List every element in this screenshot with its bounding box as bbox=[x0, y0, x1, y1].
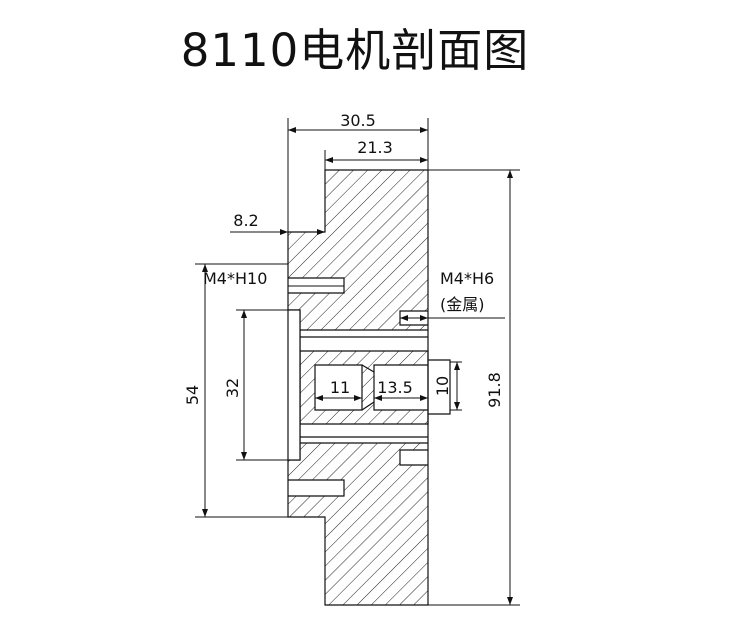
dim-overall-dia: 91.8 bbox=[485, 372, 504, 408]
dim-shaft-dia: 10 bbox=[433, 376, 452, 396]
dim-shaft-len-a: 11 bbox=[330, 378, 350, 397]
dim-overall-depth: 30.5 bbox=[340, 111, 376, 130]
dim-flange-depth: 8.2 bbox=[233, 211, 258, 230]
thread-label-right: M4*H6 bbox=[440, 269, 494, 288]
page-title: 8110电机剖面图 bbox=[180, 24, 530, 77]
inner-hub bbox=[287, 309, 301, 461]
thread-note-right: (金属) bbox=[440, 295, 485, 314]
dim-outer-mount-dia: 54 bbox=[183, 385, 202, 405]
dim-rotor-depth: 21.3 bbox=[357, 138, 393, 157]
dim-inner-dia: 32 bbox=[223, 378, 242, 398]
dim-shaft-len-b: 13.5 bbox=[377, 378, 413, 397]
thread-label-left: M4*H10 bbox=[203, 269, 267, 288]
